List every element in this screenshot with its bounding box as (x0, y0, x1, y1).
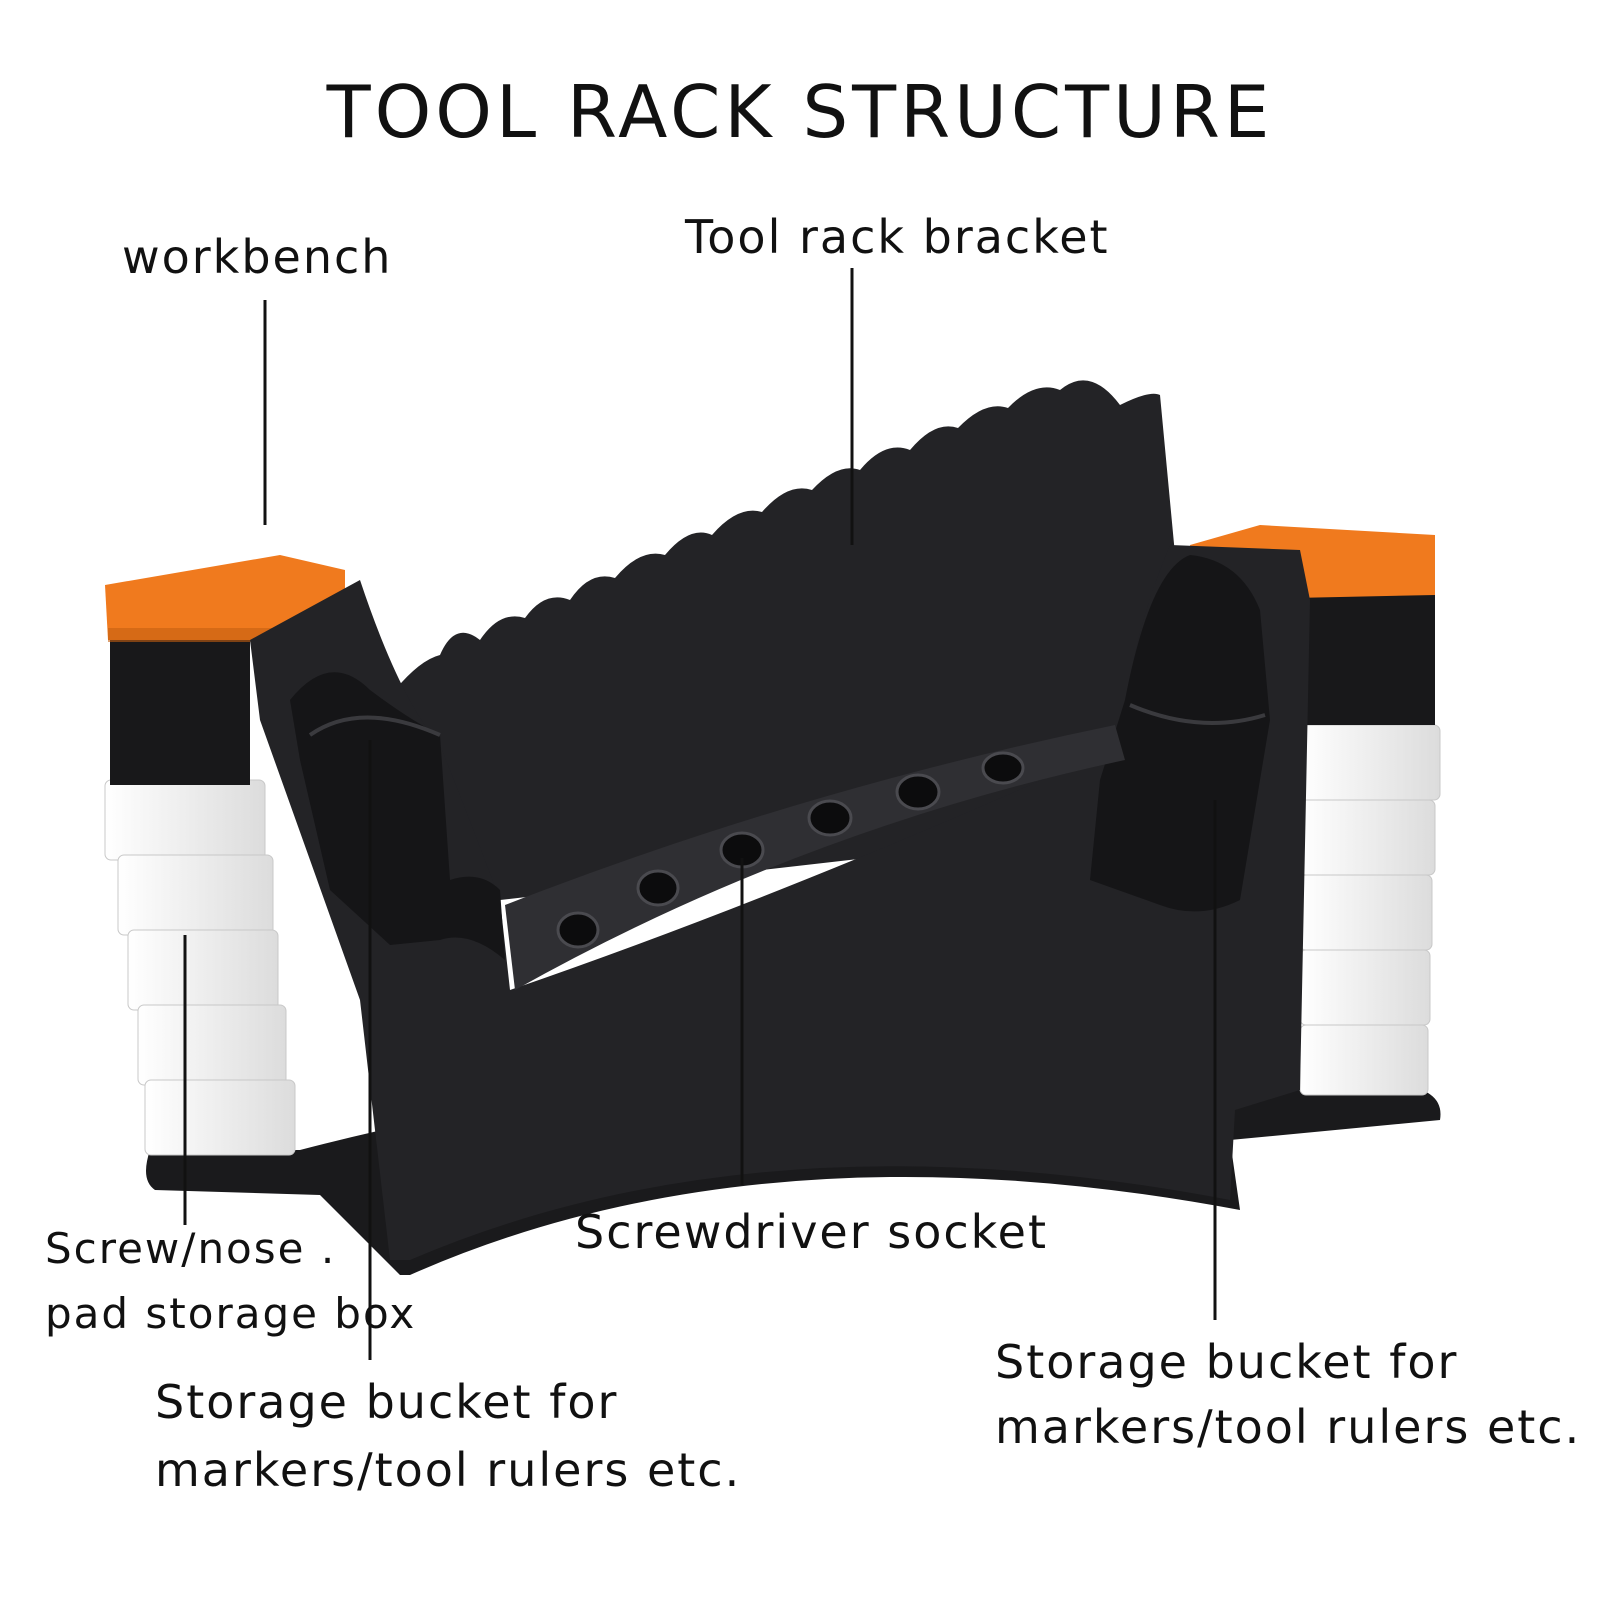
leader-lines (183, 268, 1217, 1360)
label-left-bucket-line2: markers/tool rulers etc. (155, 1443, 742, 1497)
left-column-box (110, 625, 250, 785)
front-body (250, 545, 1310, 1260)
label-right-bucket-line1: Storage bucket for (995, 1335, 1459, 1389)
screwdriver-socket-strip (505, 725, 1125, 990)
label-workbench: workbench (122, 230, 393, 284)
right-storage-bucket (1090, 555, 1270, 912)
left-storage-bucket (290, 672, 505, 960)
label-right-bucket-line2: markers/tool rulers etc. (995, 1400, 1582, 1454)
label-tool-rack-bracket: Tool rack bracket (685, 210, 1110, 264)
screwdriver-socket-holes (556, 751, 1025, 949)
left-drawer-stack (104, 779, 296, 1156)
left-workbench-top (105, 555, 345, 640)
label-screw-box-line2: pad storage box (45, 1289, 417, 1338)
label-left-bucket-line1: Storage bucket for (155, 1375, 619, 1429)
label-screwdriver-socket: Screwdriver socket (575, 1205, 1048, 1259)
diagram-title: TOOL RACK STRUCTURE (326, 70, 1274, 154)
label-screw-box-line1: Screw/nose . (45, 1224, 337, 1273)
right-drawer-stack (1299, 724, 1441, 1096)
right-column-box (1300, 585, 1435, 725)
